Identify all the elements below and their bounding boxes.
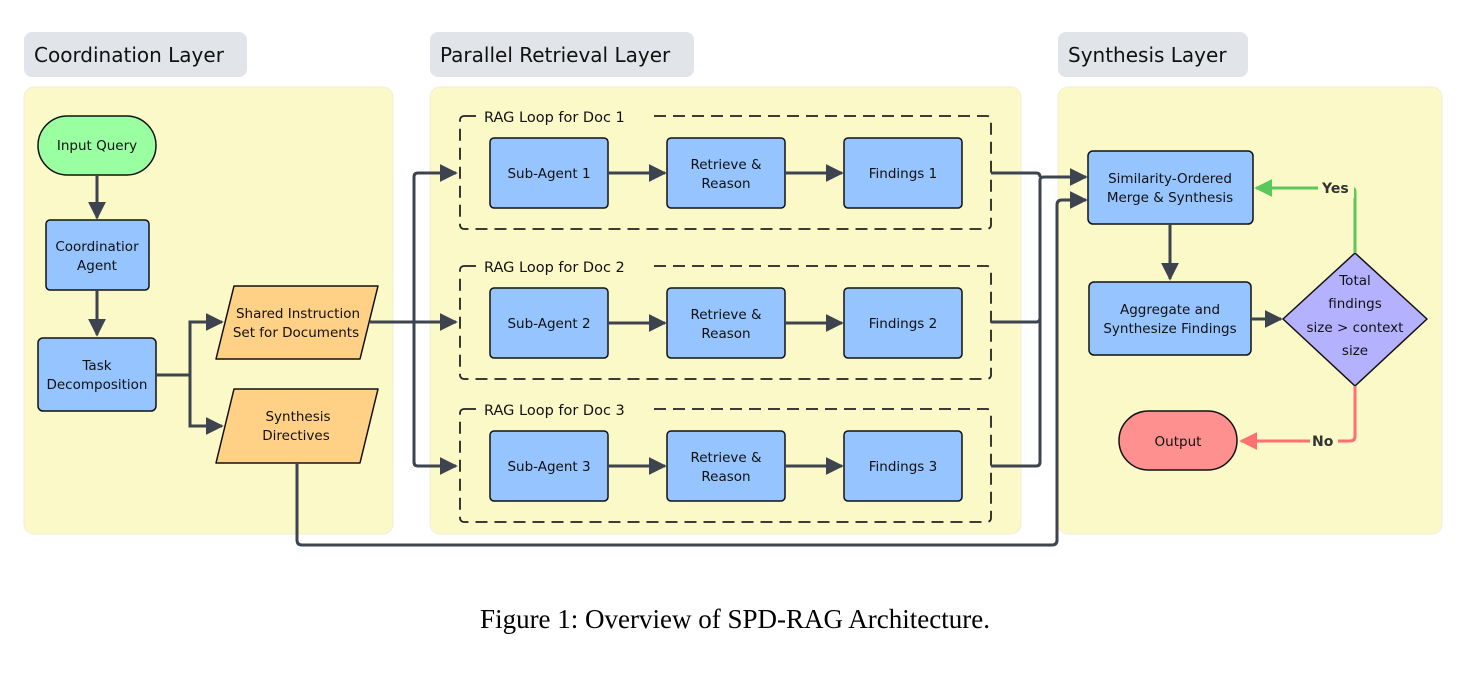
- synthesis-directives-node: Synthesis Directives: [215, 388, 379, 464]
- findings-node: Findings 3: [843, 430, 963, 502]
- rag-loop-title: RAG Loop for Doc 1: [484, 110, 625, 126]
- retrieve-reason-node: Retrieve & Reason: [666, 137, 786, 209]
- sub-agent-node: Sub-Agent 3: [489, 430, 609, 502]
- output-node: Output: [1118, 410, 1238, 471]
- edge-findings1-bus: [991, 171, 1042, 178]
- retrieve-reason-label-line1: Retrieve &: [690, 157, 762, 173]
- synthesis-layer-header: Synthesis Layer: [1058, 32, 1248, 77]
- synthesis-layer-title: Synthesis Layer: [1068, 43, 1227, 67]
- architecture-diagram: Coordination Layer Parallel Retrieval La…: [23, 32, 1443, 547]
- decision-label-line3: size > context: [1307, 320, 1404, 336]
- no-label-bg: [1310, 431, 1338, 451]
- synthesis-directives-label-line2: Directives: [262, 428, 330, 444]
- sub-agent-node: Sub-Agent 2: [489, 287, 609, 359]
- output-label: Output: [1155, 434, 1202, 450]
- coordinator-agent-label-line2: Agent: [77, 258, 117, 274]
- merge-synthesis-label-line2: Merge & Synthesis: [1107, 190, 1233, 206]
- edge-shared-to-loop-1: [412, 164, 458, 322]
- retrieve-reason-node: Retrieve & Reason: [666, 430, 786, 502]
- decision-label-line4: size: [1342, 343, 1368, 359]
- edge-shared-to-loop-3: [412, 322, 458, 475]
- task-decomposition-label-line1: Task: [81, 358, 111, 374]
- input-query-node: Input Query: [37, 115, 157, 176]
- retrieve-reason-label-line1: Retrieve &: [690, 450, 762, 466]
- edge-task-to-shared-instruction: [156, 313, 224, 377]
- merge-synthesis-node: Similarity-Ordered Merge & Synthesis: [1087, 150, 1254, 225]
- edge-task-to-synthesis-directives: [188, 375, 224, 435]
- edge-findings-to-merge: [991, 168, 1088, 468]
- retrieve-reason-label-line1: Retrieve &: [690, 307, 762, 323]
- task-decomposition-node: Task Decomposition: [37, 337, 157, 412]
- rag-loop-title-bg: [477, 256, 652, 276]
- rag-loop-title: RAG Loop for Doc 3: [484, 403, 625, 419]
- findings-label: Findings 3: [869, 459, 937, 475]
- rag-loop-title: RAG Loop for Doc 2: [484, 260, 625, 276]
- shared-instruction-label-line1: Shared Instruction: [236, 306, 360, 322]
- aggregate-label-line2: Synthesize Findings: [1103, 321, 1236, 337]
- no-label: No: [1312, 434, 1334, 450]
- coordination-layer-title: Coordination Layer: [34, 43, 225, 67]
- retrieve-reason-label-line2: Reason: [701, 176, 750, 192]
- task-decomposition-label-line2: Decomposition: [46, 377, 147, 393]
- figure-caption: Figure 1: Overview of SPD-RAG Architectu…: [480, 604, 990, 634]
- rag-loop-title-bg: [477, 106, 652, 126]
- retrieval-layer-header: Parallel Retrieval Layer: [430, 32, 694, 77]
- retrieve-reason-node: Retrieve & Reason: [666, 287, 786, 359]
- coordinator-agent-node: Coordinatior Agent: [45, 219, 150, 291]
- sub-agent-label: Sub-Agent 1: [507, 166, 590, 182]
- retrieval-layer-title-bg: [430, 32, 694, 77]
- findings-label: Findings 1: [869, 166, 937, 182]
- retrieval-layer-title: Parallel Retrieval Layer: [440, 43, 671, 67]
- decision-node: Total findings size > context size: [1282, 252, 1428, 387]
- input-query-label: Input Query: [57, 138, 137, 154]
- shared-instruction-label-line2: Set for Documents: [233, 325, 359, 341]
- merge-synthesis-label-line1: Similarity-Ordered: [1108, 171, 1232, 187]
- decision-label-line1: Total: [1338, 273, 1371, 289]
- retrieve-reason-label-line2: Reason: [701, 469, 750, 485]
- synthesis-layer-title-bg: [1058, 32, 1248, 77]
- findings-node: Findings 2: [843, 287, 963, 359]
- synthesis-directives-label-line1: Synthesis: [265, 409, 330, 425]
- edge-directives-to-merge: [295, 191, 1088, 547]
- coordination-layer-header: Coordination Layer: [24, 32, 247, 77]
- retrieve-reason-label-line2: Reason: [701, 326, 750, 342]
- edge-no-to-output: [1239, 386, 1357, 450]
- coordinator-agent-label-line1: Coordinatior: [55, 239, 139, 255]
- sub-agent-label: Sub-Agent 2: [507, 316, 590, 332]
- aggregate-node: Aggregate and Synthesize Findings: [1088, 281, 1252, 356]
- shared-instruction-node: Shared Instruction Set for Documents: [215, 285, 379, 360]
- yes-label-bg: [1318, 178, 1354, 198]
- coordination-layer-title-bg: [24, 32, 247, 77]
- decision-label-line2: findings: [1328, 296, 1382, 312]
- findings-node: Findings 1: [843, 137, 963, 209]
- findings-label: Findings 2: [869, 316, 937, 332]
- sub-agent-label: Sub-Agent 3: [507, 459, 590, 475]
- rag-loop-title-bg: [477, 399, 652, 419]
- aggregate-label-line1: Aggregate and: [1120, 302, 1220, 318]
- sub-agent-node: Sub-Agent 1: [489, 137, 609, 209]
- yes-label: Yes: [1321, 181, 1349, 197]
